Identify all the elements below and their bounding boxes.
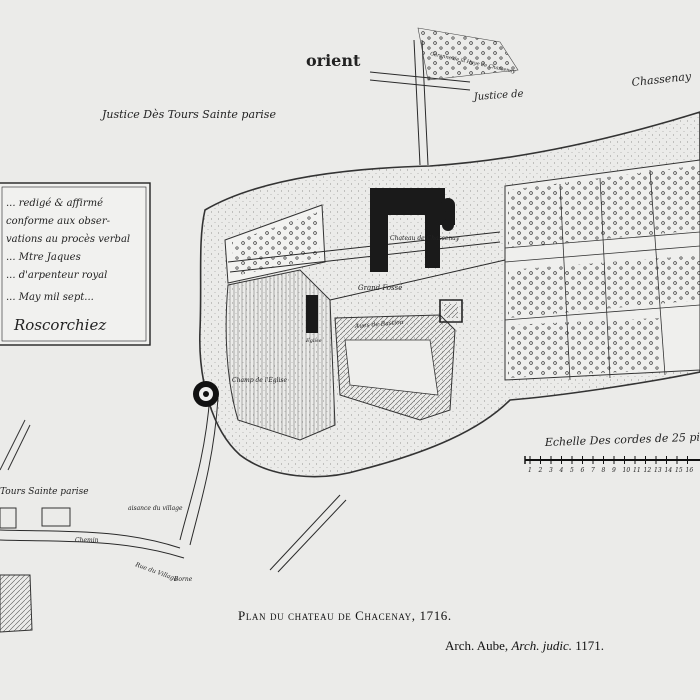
label-aisance: aisance du village xyxy=(128,505,183,512)
scale-number: 2 xyxy=(538,467,543,474)
scale-number: 11 xyxy=(633,467,641,474)
chateau-building xyxy=(306,188,455,333)
scale-number: 7 xyxy=(591,467,595,474)
label-justice-tours: Justice Dès Tours Sainte parise xyxy=(100,108,276,121)
scale-number: 5 xyxy=(570,467,574,474)
caption-title-year: , 1716. xyxy=(411,608,452,623)
caption-source-italic: Arch. judic. xyxy=(511,638,572,653)
scale-number: 3 xyxy=(549,467,553,474)
note-line-3: vations au procès verbal xyxy=(6,234,130,245)
label-aues-bastion: Aues de Bastion xyxy=(354,319,404,330)
note-line-6: ... May mil sept... xyxy=(6,292,94,303)
label-grand-fosse: Grand Fossé xyxy=(358,284,402,292)
scale-number: 15 xyxy=(675,467,683,474)
note-line-2: conforme aux obser- xyxy=(6,216,111,227)
scale-number: 6 xyxy=(581,467,585,474)
label-chateau: Chateau de Chassenay xyxy=(390,235,460,242)
right-field-divisions xyxy=(504,169,700,381)
caption-source-prefix: Arch. Aube, xyxy=(445,638,512,653)
upper-left-trees xyxy=(232,212,320,276)
caption-title: Plan du chateau de Chacenay, 1716. xyxy=(238,608,452,624)
caption-source-suffix: 1171. xyxy=(571,638,604,653)
bastion-inner xyxy=(344,339,439,396)
note-line-1: ... redigé & affirmé xyxy=(6,198,103,209)
label-eglise: Eglise xyxy=(305,338,322,344)
tower-building xyxy=(439,299,463,323)
village xyxy=(0,419,71,633)
caption-title-prefix: Plan du xyxy=(238,608,285,623)
borne-marker xyxy=(193,381,219,407)
garenne-woods xyxy=(417,27,519,81)
note-line-4: ... Mtre Jaques xyxy=(6,252,81,263)
right-field-trees xyxy=(508,165,700,248)
champ-eglise-field xyxy=(225,269,336,441)
scale-number: 12 xyxy=(644,467,652,474)
label-borne: Borne xyxy=(173,576,193,583)
label-chemin: Chemin xyxy=(75,537,99,544)
label-echelle: Echelle Des cordes de 25 pieds xyxy=(544,430,700,449)
scale-number: 14 xyxy=(665,467,673,474)
label-orient: orient xyxy=(306,51,361,70)
tower-building-fill xyxy=(444,304,458,318)
caption-title-name: chateau de Chacenay xyxy=(288,608,412,623)
right-field-trees-3 xyxy=(508,318,660,378)
note-line-5: ... d'arpenteur royal xyxy=(6,270,107,281)
label-chassenay: Chassenay xyxy=(631,70,693,89)
scale-number: 4 xyxy=(559,467,564,474)
caption-source: Arch. Aube, Arch. judic. 1171. xyxy=(445,638,604,654)
label-justice-de: Justice de xyxy=(471,89,524,104)
scale-number: 13 xyxy=(654,467,662,474)
roads xyxy=(0,39,506,573)
scale-number: 9 xyxy=(612,467,616,474)
label-rue-village: Rue du Village xyxy=(133,561,178,583)
note-cartouche xyxy=(0,182,151,346)
label-tours: Tours Sainte parise xyxy=(0,487,89,497)
scale-number: 16 xyxy=(686,467,694,474)
scale-number: 8 xyxy=(602,467,606,474)
label-champ-eglise: Champ de l'Eglise xyxy=(232,377,287,384)
right-field-trees-2 xyxy=(508,255,700,318)
scale-number: 1 xyxy=(528,467,532,474)
scale-number: 10 xyxy=(623,467,631,474)
signature: Roscorchiez xyxy=(13,316,106,334)
